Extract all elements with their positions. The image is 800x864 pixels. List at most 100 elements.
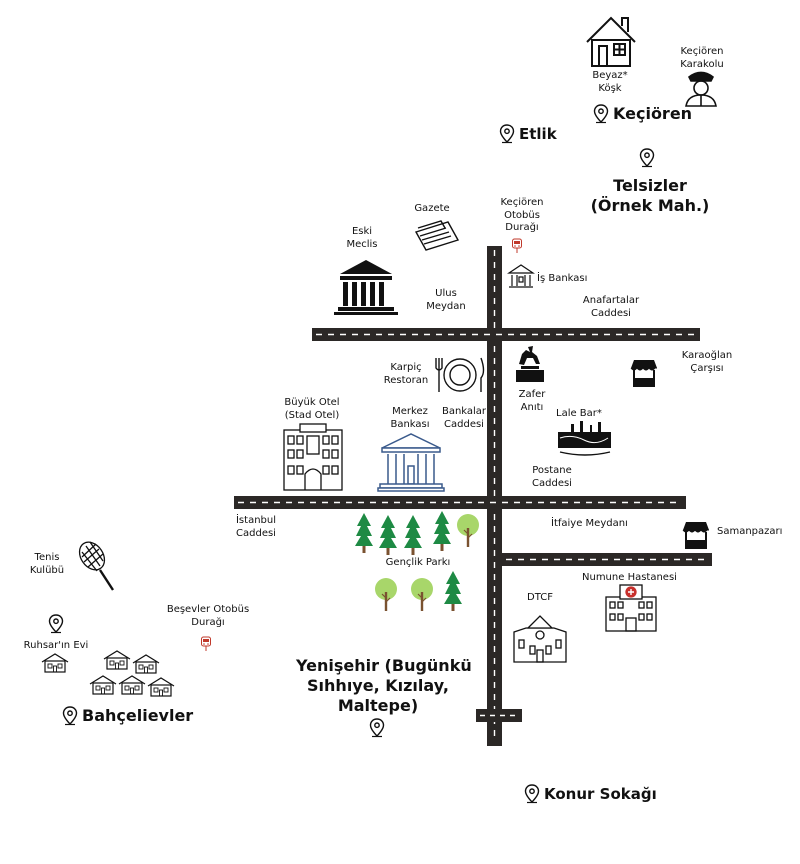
- beyaz-kosk-label: Beyaz* Köşk: [580, 70, 640, 95]
- istanbul-line2: Caddesi: [236, 527, 276, 539]
- kecioren-bus-stop-icon: [512, 238, 522, 254]
- yenisehir-label: Yenişehir (Bugünkü Sıhhıye, Kızılay, Mal…: [296, 656, 472, 716]
- plate-icon: [435, 357, 485, 392]
- ulus-line2: Meydan: [426, 300, 466, 312]
- postane-caddesi-label: Postane Caddesi: [522, 465, 582, 490]
- etlik-district: Etlik: [499, 124, 557, 144]
- itfaiye-meydani-label: İtfaiye Meydanı: [551, 518, 628, 529]
- yenisehir-pin-icon: [369, 718, 385, 738]
- south-stub-road: [476, 709, 522, 722]
- samanpazari-label: Samanpazarı: [717, 526, 783, 537]
- merkez-line2: Bankası: [390, 418, 430, 430]
- ulus-meydan-label: Ulus Meydan: [411, 288, 481, 313]
- merkez-bankasi-icon: [377, 433, 445, 492]
- bankalar-line1: Bankalar: [441, 406, 487, 417]
- eski-meclis-line1: Eski: [351, 226, 373, 237]
- konur-sokagi-label: Konur Sokağı: [544, 784, 657, 803]
- buyuk-otel-label: Büyük Otel (Stad Otel): [276, 397, 348, 422]
- anafartalar-line2: Caddesi: [591, 307, 631, 319]
- durak-line1: Keçiören: [500, 197, 544, 208]
- samanpazari-stall-icon: [682, 521, 710, 550]
- buyuk-otel-line2: (Stad Otel): [284, 409, 340, 421]
- besevler-line2: Durağı: [191, 616, 225, 628]
- telsizler-line1: Telsizler: [613, 176, 687, 195]
- beyaz-kosk-line2: Köşk: [598, 82, 622, 94]
- genclik-parki-label: Gençlik Parkı: [385, 557, 451, 568]
- karaoglan-label: Karaoğlan Çarşısı: [672, 350, 742, 375]
- location-pin-icon: [524, 784, 540, 804]
- anafartalar-label: Anafartalar Caddesi: [566, 295, 656, 320]
- kecioren-bus-stop-label: Keçiören Otobüs Durağı: [492, 197, 552, 235]
- karaoglan-line1: Karaoğlan: [681, 350, 733, 361]
- kecioren-label: Keçiören: [613, 104, 693, 123]
- durak-line3: Durağı: [505, 222, 539, 233]
- postane-line1: Postane: [532, 465, 572, 476]
- location-pin-icon: [499, 124, 515, 144]
- zafer-line2: Anıtı: [520, 401, 544, 413]
- location-pin-icon: [593, 104, 609, 124]
- merkez-bankasi-label: Merkez Bankası: [382, 406, 438, 431]
- yenisehir-line1: Yenişehir (Bugünkü: [296, 656, 472, 675]
- buyuk-otel-line1: Büyük Otel: [284, 397, 340, 408]
- eski-meclis-label: Eski Meclis: [336, 226, 388, 251]
- road-network: [234, 246, 712, 746]
- ulus-line1: Ulus: [435, 288, 457, 299]
- isbankasi-label: İş Bankası: [537, 273, 588, 284]
- gazete-label: Gazete: [414, 203, 450, 214]
- location-pin-icon: [62, 706, 78, 726]
- telsizler-line2: (Örnek Mah.): [590, 196, 710, 215]
- konur-sokagi-district: Konur Sokağı: [524, 784, 657, 804]
- ruhsar-evi-label: Ruhsar'ın Evi: [23, 640, 89, 651]
- police-icon: [685, 71, 717, 107]
- zafer-aniti-label: Zafer Anıtı: [507, 389, 557, 414]
- bahcelievler-label: Bahçelievler: [82, 706, 194, 725]
- besevler-bus-stop-label: Beşevler Otobüs Durağı: [156, 604, 260, 629]
- ruhsar-pin-icon: [48, 614, 64, 634]
- merkez-line1: Merkez: [392, 406, 428, 417]
- besevler-bus-stop-icon: [201, 636, 211, 652]
- karakol-line1: Keçiören: [680, 46, 724, 57]
- bahcelievler-district: Bahçelievler: [62, 706, 193, 726]
- karaoglan-stall-icon: [630, 359, 658, 388]
- postane-line2: Caddesi: [532, 477, 572, 489]
- bankalar-caddesi-label: Bankalar Caddesi: [434, 406, 494, 431]
- yenisehir-line2: Sıhhıye, Kızılay,: [307, 676, 449, 695]
- eski-meclis-line2: Meclis: [346, 238, 378, 250]
- dtcf-label: DTCF: [527, 592, 553, 603]
- karaoglan-line2: Çarşısı: [690, 362, 724, 374]
- eski-meclis-icon: [334, 260, 398, 315]
- durak-line2: Otobüs: [504, 209, 540, 221]
- tenis-line2: Kulübü: [29, 564, 65, 576]
- zafer-line1: Zafer: [518, 389, 546, 400]
- kecioren-district: Keçiören: [593, 104, 692, 124]
- bankalar-line2: Caddesi: [444, 418, 484, 430]
- beyaz-kosk-line1: Beyaz*: [592, 70, 628, 81]
- karpic-label: Karpiç Restoran: [374, 362, 438, 387]
- tenis-kulubu-label: Tenis Kulübü: [26, 552, 68, 577]
- karakol-line2: Karakolu: [680, 58, 724, 70]
- lale-bar-icon: [558, 421, 611, 456]
- dtcf-building-icon: [513, 615, 567, 663]
- telsizler-pin-icon: [639, 148, 655, 168]
- lale-bar-label: Lale Bar*: [556, 408, 602, 419]
- zafer-aniti-icon: [516, 346, 544, 382]
- anafartalar-line1: Anafartalar: [582, 295, 640, 306]
- istanbul-caddesi-label: İstanbul Caddesi: [228, 515, 284, 540]
- karpic-line2: Restoran: [383, 374, 429, 386]
- yenisehir-line3: Maltepe): [337, 696, 419, 715]
- istanbul-line1: İstanbul: [235, 515, 276, 526]
- tennis-racket-icon: [78, 541, 115, 591]
- buyuk-otel-icon: [283, 423, 343, 491]
- bahcelievler-houses: [41, 650, 175, 697]
- kecioren-karakolu-label: Keçiören Karakolu: [670, 46, 734, 71]
- newspaper-icon: [414, 220, 460, 251]
- karpic-line1: Karpiç: [390, 362, 422, 373]
- numune-hastanesi-label: Numune Hastanesi: [582, 572, 677, 583]
- tenis-line1: Tenis: [34, 552, 60, 563]
- beyaz-kosk-icon: [586, 16, 636, 67]
- telsizler-label: Telsizler (Örnek Mah.): [590, 176, 710, 216]
- hospital-icon: [605, 584, 657, 632]
- anafartalar-road: [312, 328, 700, 341]
- isbankasi-icon: [507, 264, 535, 288]
